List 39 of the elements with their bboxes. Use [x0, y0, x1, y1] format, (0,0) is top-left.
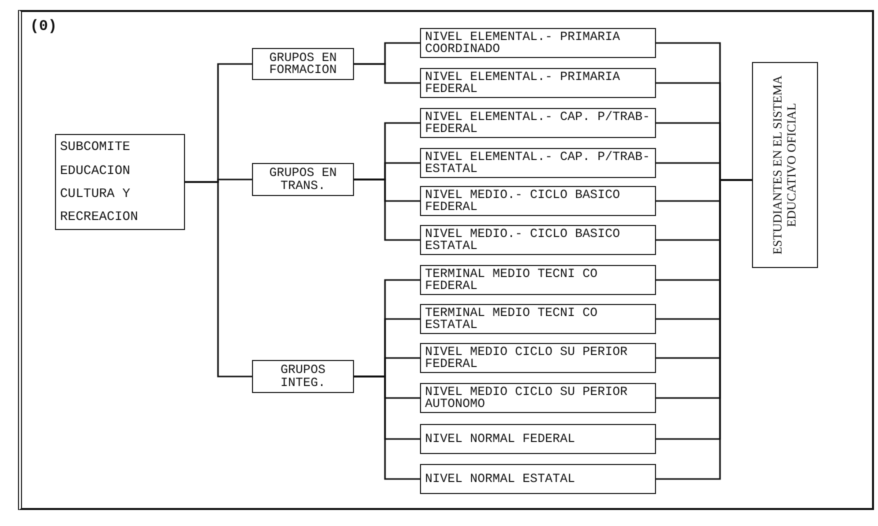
box-text: SUBCOMITE EDUCACION CULTURA Y RECREACION — [60, 138, 140, 226]
level-box — [420, 225, 656, 255]
box-text: ESTUDIANTES EN EL SISTEMA EDUCATIVO OFICIAL — [770, 74, 800, 257]
box-text: GRUPOS INTEG. — [279, 364, 326, 389]
level-box — [420, 28, 656, 58]
group-box — [252, 163, 354, 196]
connector-line — [354, 178, 420, 241]
level-box — [420, 186, 656, 216]
outcome-box — [752, 62, 818, 268]
group-box — [252, 48, 354, 80]
box-text: NIVEL MEDIO CICLO SU PERIOR AUTONOMO — [425, 386, 629, 410]
level-box — [420, 343, 656, 373]
group-box — [252, 360, 354, 393]
connector-line — [354, 63, 420, 84]
figure-number: (0) — [30, 18, 58, 35]
box-text: NIVEL MEDIO.- CICLO BASICO ESTATAL — [425, 228, 622, 252]
box-text: NIVEL NORMAL FEDERAL — [425, 432, 576, 446]
connector-line — [354, 376, 420, 480]
box-text: TERMINAL MEDIO TECNI CO FEDERAL — [425, 268, 599, 292]
level-box — [420, 304, 656, 334]
box-text: NIVEL NORMAL ESTATAL — [425, 472, 576, 486]
connector-line — [185, 181, 252, 378]
box-text: NIVEL ELEMENTAL.- PRIMARIA FEDERAL — [425, 70, 622, 96]
box-text: TERMINAL MEDIO TECNI CO ESTATAL — [425, 306, 599, 332]
level-box — [420, 424, 656, 454]
committee-box — [55, 134, 185, 230]
level-box — [420, 108, 656, 138]
box-text: GRUPOS EN FORMACION — [268, 52, 338, 76]
box-text: NIVEL ELEMENTAL.- PRIMARIA COORDINADO — [425, 30, 622, 56]
box-text: NIVEL ELEMENTAL.- CAP. P/TRAB-ESTATAL — [425, 150, 651, 176]
level-box — [420, 148, 656, 178]
box-text: GRUPOS EN TRANS. — [268, 167, 338, 192]
level-box — [420, 68, 656, 98]
box-text: NIVEL MEDIO CICLO SU PERIOR FEDERAL — [425, 346, 629, 370]
box-text: NIVEL MEDIO.- CICLO BASICO FEDERAL — [425, 188, 622, 214]
level-box — [420, 464, 656, 494]
box-text: NIVEL ELEMENTAL.- CAP. P/TRAB-FEDERAL — [425, 110, 651, 136]
level-box — [420, 383, 656, 413]
level-box — [420, 265, 656, 295]
